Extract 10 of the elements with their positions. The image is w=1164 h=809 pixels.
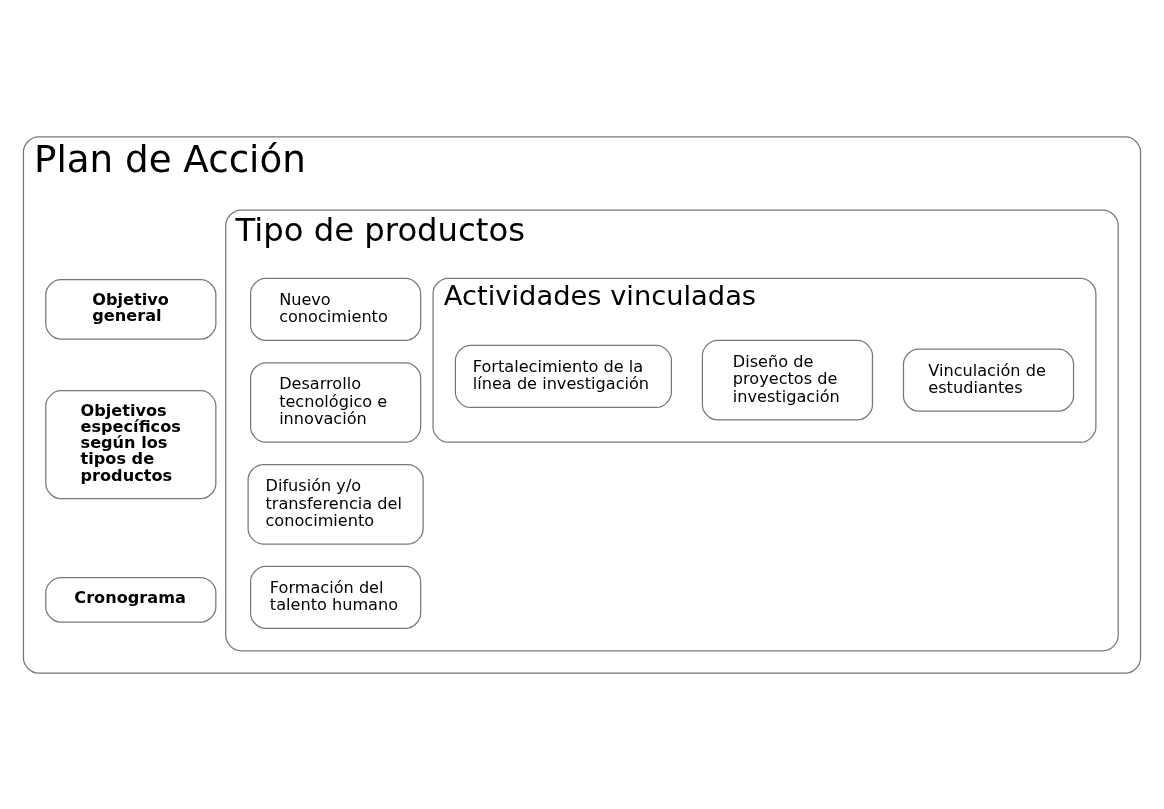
node-box: Vinculación de estudiantes [902, 348, 1075, 412]
node-box: Nuevo conocimiento [249, 277, 422, 341]
node-box: Difusión y/o transferencia del conocimiento [247, 463, 424, 545]
node-box: Desarrollo tecnológico e innovación [249, 361, 422, 443]
node-box: Cronograma [45, 576, 217, 623]
node-box: Diseño de proyectos de investigación [701, 339, 874, 420]
node-box: Objetivos específicos según los tipos de productos [45, 389, 217, 499]
node-box: Fortalecimiento de la línea de investigación [454, 344, 672, 408]
node-box: Objetivo general [45, 278, 217, 340]
node-box: Formación del talento humano [249, 565, 422, 629]
